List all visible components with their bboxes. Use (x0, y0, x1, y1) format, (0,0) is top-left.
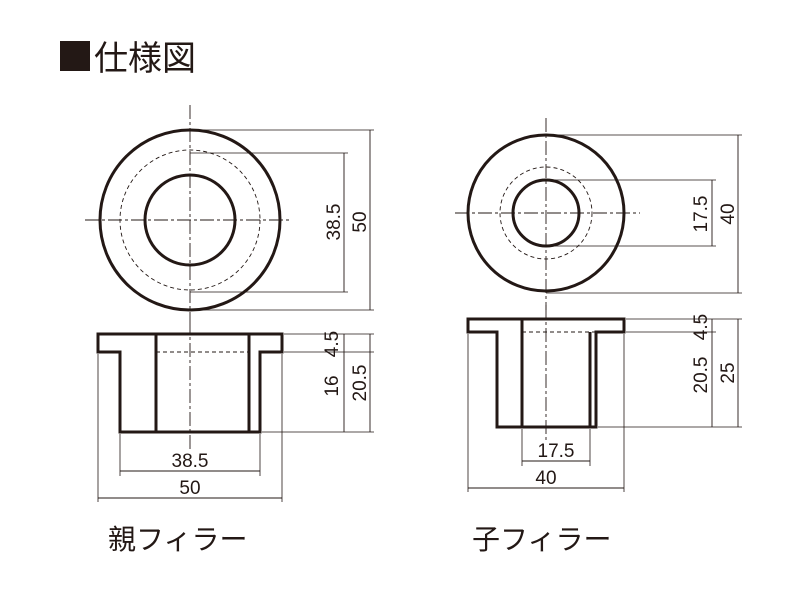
parent-hidden-circle (119, 149, 261, 291)
parent-top-view: 38.5 50 (85, 105, 374, 320)
parent-side-outline (96, 332, 284, 434)
parent-top-outer-dim: 50 (350, 211, 371, 232)
parent-inner-circle (143, 173, 237, 267)
child-body-dim: 20.5 (691, 357, 712, 394)
title-square-icon (60, 41, 90, 71)
child-outer-width-dim: 40 (535, 468, 556, 489)
child-side-view: 4.5 20.5 25 17.5 40 (466, 305, 742, 492)
child-total-dim: 25 (718, 362, 739, 383)
child-top-outer-dim: 40 (718, 203, 739, 224)
child-caption: 子フィラー (472, 523, 611, 556)
child-top-inner-dim: 17.5 (691, 196, 712, 233)
parent-caption: 親フィラー (108, 523, 247, 556)
parent-inner-width-dim: 38.5 (172, 451, 209, 472)
parent-filler: 38.5 50 4.5 16 20.5 38. (85, 105, 374, 556)
parent-flange-dim: 4.5 (322, 331, 343, 357)
child-top-view: 17.5 40 (455, 118, 742, 310)
parent-top-inner-dim: 38.5 (324, 204, 345, 241)
parent-outer-width-dim: 50 (179, 478, 200, 499)
title: 仕様図 (94, 39, 196, 79)
child-flange-dim: 4.5 (691, 314, 712, 340)
parent-side-view: 4.5 16 20.5 38.5 50 (96, 320, 374, 502)
child-filler: 17.5 40 4.5 20.5 25 17.5 40 (455, 118, 742, 556)
parent-inner-height-dim: 16 (322, 375, 343, 396)
child-inner-width-dim: 17.5 (538, 441, 575, 462)
child-side-outline (466, 317, 626, 429)
child-hidden-circle (499, 166, 593, 260)
parent-body-dim: 20.5 (350, 365, 371, 402)
